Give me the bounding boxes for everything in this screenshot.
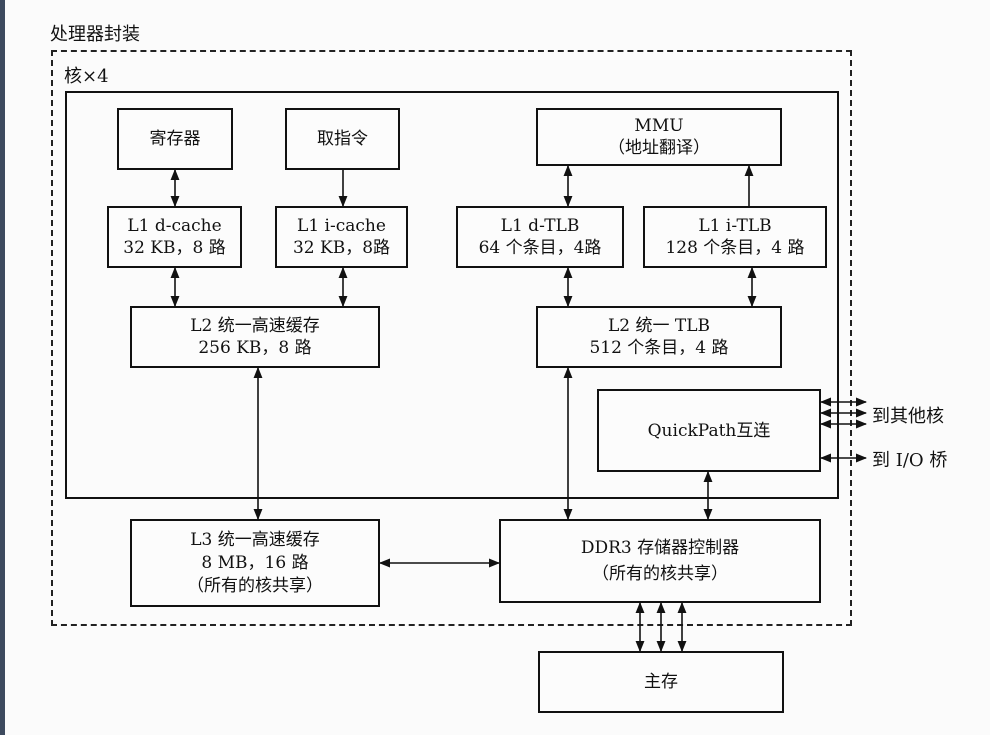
- core-label: 核×4: [64, 66, 109, 87]
- l1-dcache-block: L1 d-cache 32 KB，8 路: [107, 206, 242, 268]
- l3-cache-block: L3 统一高速缓存 8 MB，16 路 （所有的核共享）: [130, 519, 380, 607]
- l1dtlb-spec: 64 个条目，4路: [478, 238, 602, 258]
- to-io-bridge-label: 到 I/O 桥: [872, 450, 948, 471]
- l1d-name: L1 d-cache: [127, 216, 222, 236]
- main-memory-block: 主存: [538, 651, 784, 713]
- ddr3-name: DDR3 存储器控制器: [580, 538, 740, 558]
- core-frame: [65, 91, 839, 499]
- registers-block: 寄存器: [117, 108, 233, 170]
- l1itlb-spec: 128 个条目，4 路: [665, 238, 805, 258]
- l2-name: L2 统一高速缓存: [190, 316, 320, 336]
- l2-cache-block: L2 统一高速缓存 256 KB，8 路: [130, 306, 380, 368]
- l1dtlb-name: L1 d-TLB: [500, 216, 580, 236]
- ddr3-shared: （所有的核共享）: [592, 564, 728, 584]
- l3-shared: （所有的核共享）: [187, 575, 323, 596]
- l2tlb-name: L2 统一 TLB: [607, 316, 711, 336]
- l1d-spec: 32 KB，8 路: [123, 238, 226, 258]
- fetch-label: 取指令: [317, 129, 368, 149]
- left-edge-bar: [0, 0, 5, 735]
- mmu-block: MMU （地址翻译）: [536, 108, 782, 166]
- l1-itlb-block: L1 i-TLB 128 个条目，4 路: [643, 206, 827, 268]
- main-memory-label: 主存: [644, 672, 678, 692]
- l3-name: L3 统一高速缓存: [190, 529, 320, 550]
- to-other-cores-label: 到其他核: [872, 406, 944, 427]
- quickpath-block: QuickPath互连: [597, 389, 821, 472]
- mmu-subtitle: （地址翻译）: [608, 138, 710, 158]
- mmu-title: MMU: [634, 116, 684, 136]
- package-label: 处理器封装: [50, 24, 140, 45]
- l3-spec: 8 MB，16 路: [201, 552, 309, 573]
- fetch-block: 取指令: [285, 108, 400, 170]
- l2-tlb-block: L2 统一 TLB 512 个条目，4 路: [536, 306, 782, 368]
- l1i-name: L1 i-cache: [297, 216, 386, 236]
- l2-spec: 256 KB，8 路: [198, 338, 312, 358]
- l2tlb-spec: 512 个条目，4 路: [589, 338, 729, 358]
- registers-label: 寄存器: [149, 129, 201, 149]
- processor-package-frame: [51, 50, 852, 626]
- l1itlb-name: L1 i-TLB: [698, 216, 772, 236]
- l1-icache-block: L1 i-cache 32 KB，8路: [275, 206, 408, 268]
- ddr3-controller-block: DDR3 存储器控制器 （所有的核共享）: [499, 519, 821, 603]
- l1-dtlb-block: L1 d-TLB 64 个条目，4路: [456, 206, 624, 268]
- quickpath-label: QuickPath互连: [647, 420, 771, 441]
- l1i-spec: 32 KB，8路: [292, 238, 391, 258]
